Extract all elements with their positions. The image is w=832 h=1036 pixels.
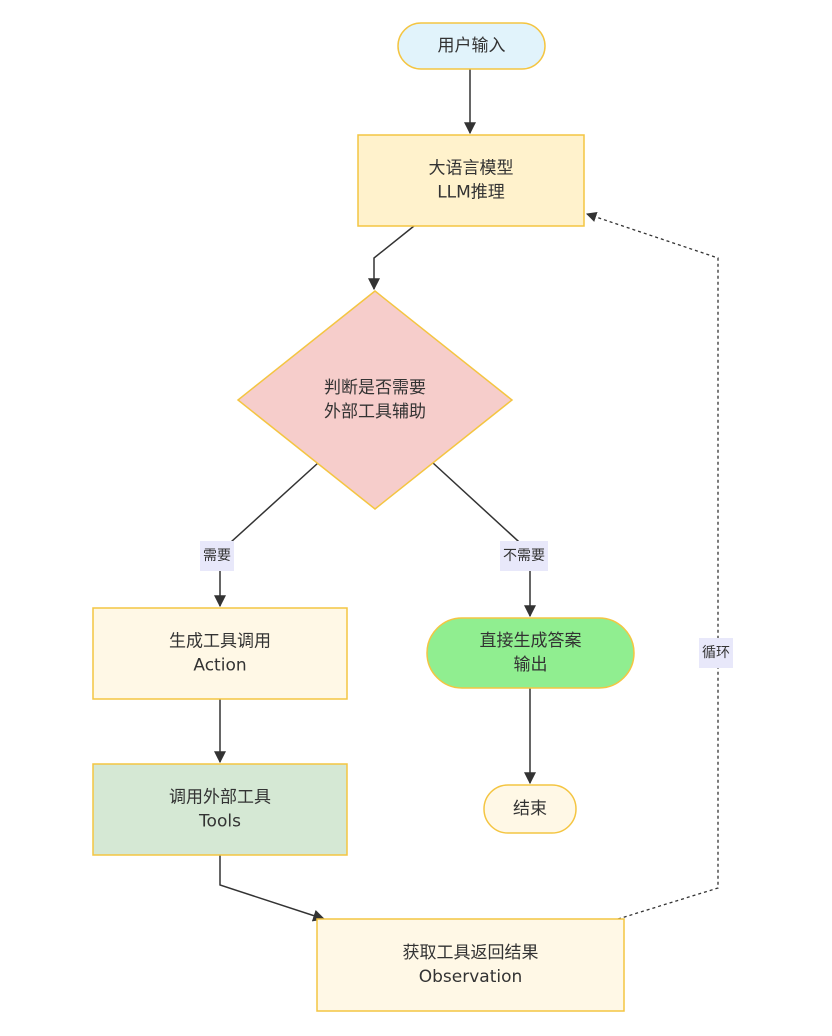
edge-observation-to-llm [586, 212, 719, 920]
node-observation-line-1: Observation [419, 967, 523, 987]
node-decision-line-0: 判断是否需要 [324, 378, 426, 398]
tools-rect-shape [92, 763, 348, 856]
node-answer-line-1: 输出 [514, 655, 548, 675]
decision-diamond-shape [236, 290, 514, 510]
node-answer-line-0: 直接生成答案 [480, 631, 582, 651]
edge-label-background [500, 541, 548, 571]
edge-label-background [200, 541, 234, 571]
node-start-line-0: 用户输入 [438, 36, 506, 56]
end-stadium-shape [483, 784, 577, 834]
node-observation-line-0: 获取工具返回结果 [403, 943, 539, 963]
node-end-line-0: 结束 [513, 799, 547, 819]
edge-label-observation-to-llm: 循环 [699, 638, 733, 668]
node-action-line-0: 生成工具调用 [169, 632, 271, 652]
edge-label-text: 需要 [203, 548, 231, 564]
edge-label-text: 不需要 [503, 548, 545, 564]
node-tools: 调用外部工具 Tools [92, 763, 348, 856]
node-llm-line-1: LLM推理 [437, 183, 505, 203]
action-rect-shape [92, 607, 348, 700]
llm-rect-shape [357, 134, 585, 227]
edge-decision-to-answer [432, 462, 536, 618]
node-llm: 大语言模型 LLM推理 [357, 134, 585, 227]
node-action: 生成工具调用 Action [92, 607, 348, 700]
node-llm-line-0: 大语言模型 [429, 159, 514, 179]
edge-tools-to-observation [219, 855, 326, 922]
node-action-line-1: Action [193, 656, 246, 676]
edge-llm-to-decision [368, 225, 415, 291]
node-start: 用户输入 [397, 22, 546, 70]
start-stadium-shape [397, 22, 546, 70]
node-observation: 获取工具返回结果 Observation [316, 918, 625, 1012]
answer-stadium-shape [426, 617, 635, 689]
edge-label-background [699, 638, 733, 668]
edge-label-decision-to-action: 需要 [200, 541, 234, 571]
node-decision-line-1: 外部工具辅助 [324, 402, 426, 422]
edge-label-decision-to-answer: 不需要 [500, 541, 548, 571]
node-tools-line-0: 调用外部工具 [169, 788, 271, 808]
node-tools-line-1: Tools [198, 812, 241, 832]
edge-label-text: 循环 [702, 645, 730, 661]
node-end: 结束 [483, 784, 577, 834]
observation-rect-shape [316, 918, 625, 1012]
edge-decision-to-action [214, 462, 319, 608]
